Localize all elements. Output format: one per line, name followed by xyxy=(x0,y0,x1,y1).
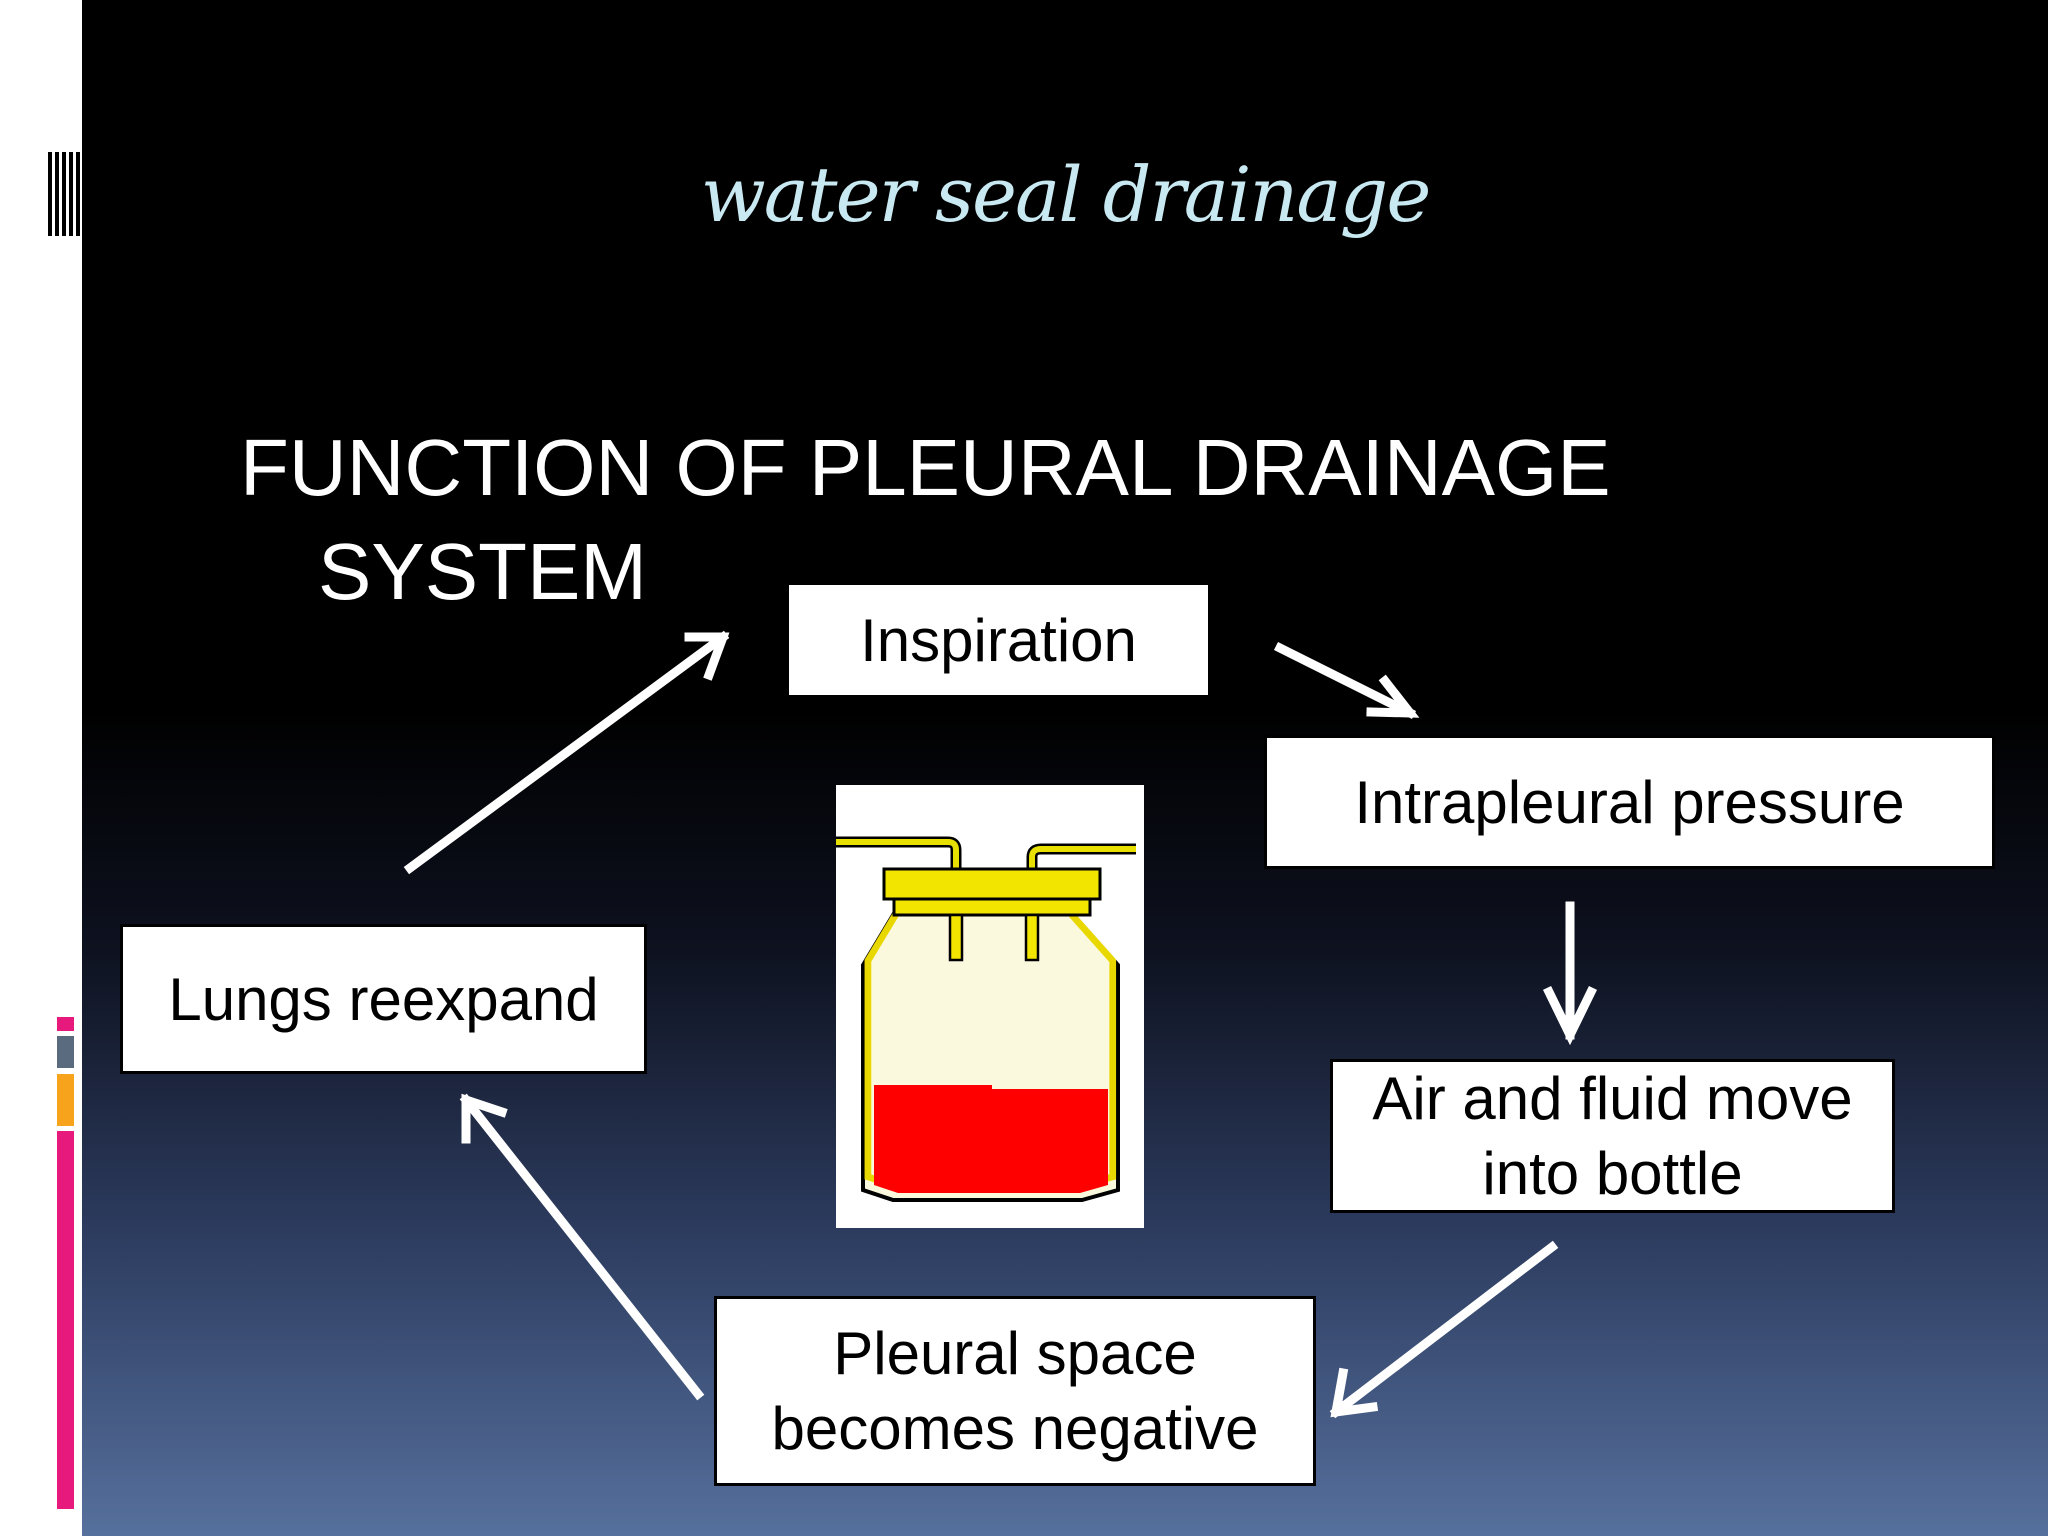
box-inspiration: Inspiration xyxy=(786,582,1211,698)
arrow-air-to-pleural xyxy=(1329,1240,1559,1419)
box-pleural-space-line-2: becomes negative xyxy=(771,1395,1259,1462)
box-lungs-reexpand: Lungs reexpand xyxy=(120,924,647,1074)
box-air-fluid: Air and fluid move into bottle xyxy=(1330,1059,1895,1213)
inner-tube-left xyxy=(948,913,964,962)
box-lungs-reexpand-label: Lungs reexpand xyxy=(168,965,599,1033)
arrow-pressure-to-air xyxy=(1542,901,1598,1046)
slide-title: water seal drainage xyxy=(700,150,1432,239)
box-intrapleural-pressure-label: Intrapleural pressure xyxy=(1354,768,1905,836)
bottle-cap xyxy=(882,867,1102,901)
bottle-fluid xyxy=(874,1085,1108,1193)
box-intrapleural-pressure: Intrapleural pressure xyxy=(1264,735,1995,869)
inner-tube-right xyxy=(1024,913,1040,962)
box-pleural-space: Pleural space becomes negative xyxy=(714,1296,1316,1486)
arrow-pleural-to-lungs xyxy=(459,1093,705,1401)
bottle-tubes xyxy=(836,836,1136,882)
heading-line-2: SYSTEM xyxy=(318,527,647,616)
box-air-fluid-line-2: into bottle xyxy=(1482,1140,1743,1207)
box-air-fluid-line-1: Air and fluid move xyxy=(1372,1065,1853,1132)
heading-line-1: FUNCTION OF PLEURAL DRAINAGE xyxy=(240,423,1611,512)
arrow-inspiration-to-pressure xyxy=(1273,641,1420,720)
drainage-bottle-illustration xyxy=(836,785,1144,1228)
arrow-lungs-to-inspiration xyxy=(403,630,730,875)
section-heading: FUNCTION OF PLEURAL DRAINAGE SYSTEM xyxy=(240,416,1740,624)
box-inspiration-label: Inspiration xyxy=(860,606,1137,674)
box-pleural-space-line-1: Pleural space xyxy=(833,1320,1197,1387)
